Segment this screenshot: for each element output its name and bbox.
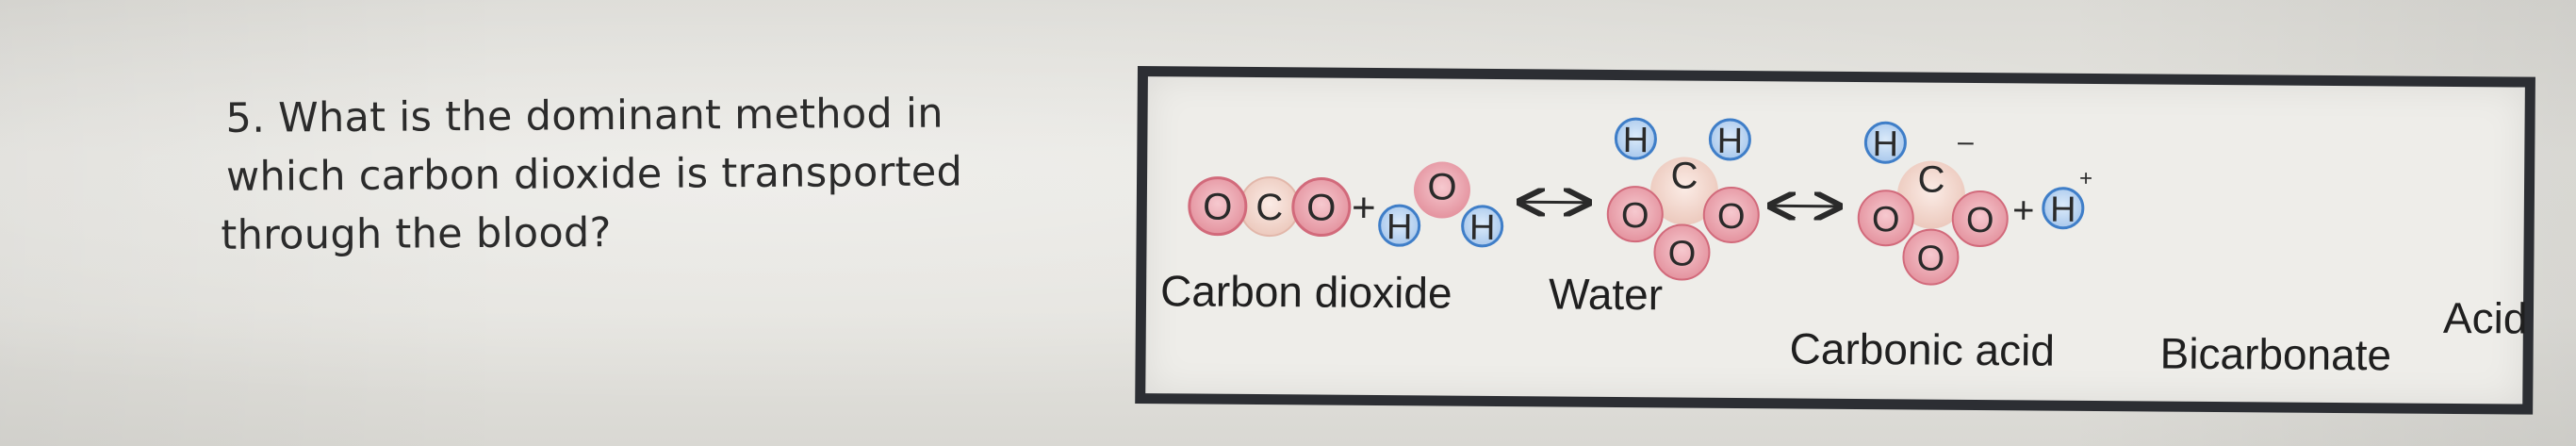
bicarbonate-oxygen-atom-left xyxy=(1857,190,1914,247)
hydrogen-ion-positive-charge: + xyxy=(2079,166,2092,191)
carbonic-oxygen-symbol-right: O xyxy=(1717,197,1746,237)
bicarbonate-oxygen-symbol-left: O xyxy=(1872,200,1900,240)
plus-sign-1: + xyxy=(1352,185,1376,231)
question-line-1: 5. What is the dominant method in xyxy=(225,84,1008,148)
label-acid: Acid xyxy=(2442,292,2528,343)
water-hydrogen-atom-left xyxy=(1378,204,1421,247)
carbonic-carbon-atom xyxy=(1649,157,1718,225)
carbonic-hydrogen-symbol-right: H xyxy=(1717,122,1744,161)
carbonic-hydrogen-atom-right xyxy=(1708,118,1751,161)
label-bicarbonate: Bicarbonate xyxy=(2159,328,2392,380)
bicarbonate-carbon-atom xyxy=(1896,160,1965,229)
carbonic-hydrogen-symbol-left: H xyxy=(1623,121,1649,160)
carbonic-oxygen-atom-right xyxy=(1702,186,1760,243)
carbonic-hydrogen-atom-left xyxy=(1614,117,1657,160)
water-hydrogen-symbol-right: H xyxy=(1469,208,1496,248)
bicarbonate-oxygen-symbol-right: O xyxy=(1966,201,1994,240)
co2-transport-figure: O C O + O H H H H C O O xyxy=(1135,66,2535,415)
bicarbonate-oxygen-atom-right xyxy=(1951,190,2009,248)
co2-oxygen-atom-right xyxy=(1291,177,1352,238)
carbonic-acid-molecule: H H C O O O xyxy=(1606,117,1760,281)
label-carbonic-acid: Carbonic acid xyxy=(1789,323,2056,375)
label-carbon-dioxide: Carbon dioxide xyxy=(1159,266,1452,318)
bicarbonate-molecule: – H C O O O xyxy=(1857,121,2009,286)
bicarbonate-oxygen-atom-bottom xyxy=(1902,228,1960,286)
carbonic-oxygen-symbol-bottom: O xyxy=(1668,234,1697,273)
bicarbonate-hydrogen-atom xyxy=(1863,121,1907,164)
plus-sign-2: + xyxy=(2012,190,2035,231)
water-hydrogen-symbol-left: H xyxy=(1386,207,1413,247)
label-water: Water xyxy=(1548,269,1664,320)
water-molecule: O H H xyxy=(1378,161,1504,248)
carbonic-carbon-symbol: C xyxy=(1670,155,1698,196)
reaction-diagram: O C O + O H H H H C O O xyxy=(1188,117,2092,286)
equilibrium-arrow-1 xyxy=(1522,202,1586,203)
bicarbonate-negative-charge: – xyxy=(1958,126,1974,157)
co2-oxygen-symbol-right: O xyxy=(1306,187,1336,228)
question-text: 5. What is the dominant method in which … xyxy=(221,84,1009,265)
co2-oxygen-symbol-left: O xyxy=(1203,187,1232,228)
water-hydrogen-atom-right xyxy=(1461,205,1504,248)
co2-oxygen-atom-left xyxy=(1188,176,1248,237)
question-line-1-text: What is the dominant method in xyxy=(278,90,943,142)
question-line-3: through the blood? xyxy=(221,209,612,259)
bicarbonate-carbon-symbol: C xyxy=(1917,159,1944,201)
carbonic-oxygen-atom-bottom xyxy=(1653,223,1711,281)
co2-carbon-symbol: C xyxy=(1255,187,1283,228)
carbonic-oxygen-atom-left xyxy=(1606,186,1664,243)
bicarbonate-hydrogen-symbol: H xyxy=(1872,124,1898,164)
bicarbonate-oxygen-symbol-bottom: O xyxy=(1916,239,1944,278)
carbonic-oxygen-symbol-left: O xyxy=(1621,196,1649,236)
water-oxygen-symbol: O xyxy=(1427,166,1456,207)
hydrogen-ion-atom xyxy=(2042,187,2085,230)
hydrogen-ion: H + xyxy=(2042,166,2092,230)
hydrogen-ion-symbol: H xyxy=(2050,190,2076,230)
carbon-dioxide-molecule: O C O xyxy=(1188,176,1352,238)
question-line-2: which carbon dioxide is transported xyxy=(225,148,963,201)
question-number: 5. xyxy=(225,94,266,142)
water-oxygen-atom xyxy=(1413,161,1470,219)
